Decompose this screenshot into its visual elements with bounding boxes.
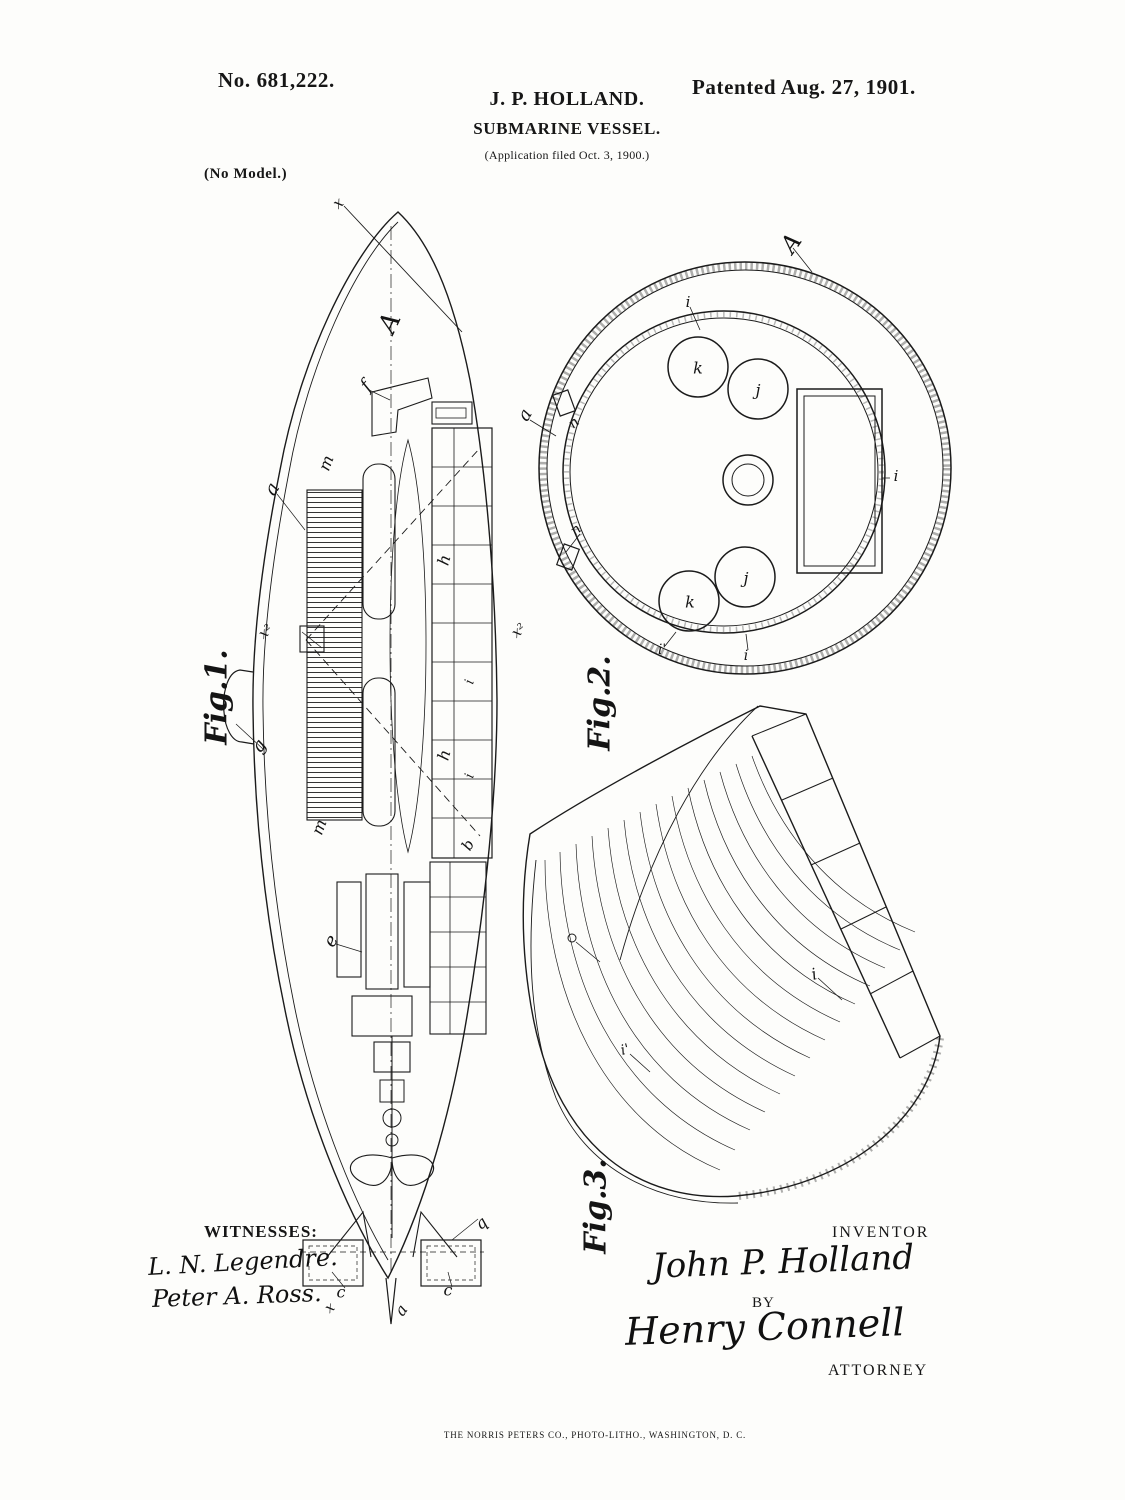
attorney-label: ATTORNEY (828, 1362, 928, 1380)
fig3-drawing (523, 706, 940, 1203)
fig2-drawing (530, 248, 951, 674)
witnesses-label: WITNESSES: (204, 1222, 318, 1242)
fig1-drawing (224, 206, 497, 1324)
witness2-signature: Peter A. Ross. (152, 1279, 322, 1313)
printer-credit: THE NORRIS PETERS CO., PHOTO-LITHO., WAS… (444, 1430, 746, 1440)
